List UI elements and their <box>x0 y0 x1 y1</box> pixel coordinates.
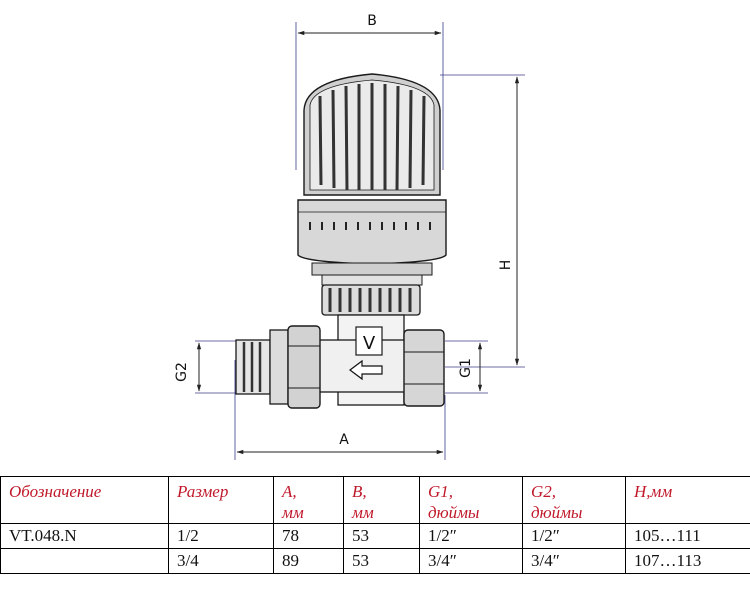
cell-g1: 1/2″ <box>419 523 523 549</box>
cell-b: 53 <box>343 523 420 549</box>
dimension-g2: G2 <box>174 340 240 394</box>
inlet-union-g2 <box>235 325 321 409</box>
cell-g2: 3/4″ <box>522 548 626 574</box>
cell-g1: 3/4″ <box>419 548 523 574</box>
header-g1: G1,дюймы <box>419 476 523 524</box>
outlet-nut-g1 <box>403 329 445 407</box>
dim-g2-label: G2 <box>174 362 190 382</box>
dim-b-label: B <box>367 13 377 29</box>
valve-technical-drawing: B H A G2 G1 <box>174 13 525 460</box>
table-header-row: Обозначение Размер A,мм B,мм G1,дюймы G2… <box>0 476 750 524</box>
header-b: B,мм <box>343 476 420 524</box>
specification-table: Обозначение Размер A,мм B,мм G1,дюймы G2… <box>0 476 750 574</box>
header-g2: G2,дюймы <box>522 476 626 524</box>
header-a: A,мм <box>273 476 344 524</box>
table-row: VT.048.N 1/2 78 53 1/2″ 1/2″ 105…111 <box>0 523 750 549</box>
cell-designation <box>0 548 169 574</box>
scale-ticks <box>309 222 431 230</box>
dimension-g1: G1 <box>445 340 488 394</box>
cell-g2: 1/2″ <box>522 523 626 549</box>
flow-arrow-icon <box>349 359 383 381</box>
cell-b: 53 <box>343 548 420 574</box>
dim-a-label: A <box>339 432 349 448</box>
dimension-a: A <box>234 360 446 460</box>
dimension-b: B <box>295 13 444 170</box>
table-row: 3/4 89 53 3/4″ 3/4″ 107…113 <box>0 548 750 574</box>
cell-h: 107…113 <box>625 548 750 574</box>
knurled-nut <box>321 284 421 316</box>
cell-size: 3/4 <box>168 548 274 574</box>
cell-a: 78 <box>273 523 344 549</box>
v-mark: V <box>363 333 376 354</box>
cell-a: 89 <box>273 548 344 574</box>
header-designation: Обозначение <box>0 476 169 524</box>
valve-body: V <box>315 314 413 406</box>
dim-g1-label: G1 <box>458 358 474 378</box>
header-h: H,мм <box>625 476 750 524</box>
cell-h: 105…111 <box>625 523 750 549</box>
header-size: Размер <box>168 476 274 524</box>
dim-h-label: H <box>498 260 514 271</box>
cell-size: 1/2 <box>168 523 274 549</box>
dimension-h: H <box>440 74 525 368</box>
thermostatic-head <box>297 73 447 286</box>
cell-designation: VT.048.N <box>0 523 169 549</box>
head-ribs <box>318 83 426 191</box>
